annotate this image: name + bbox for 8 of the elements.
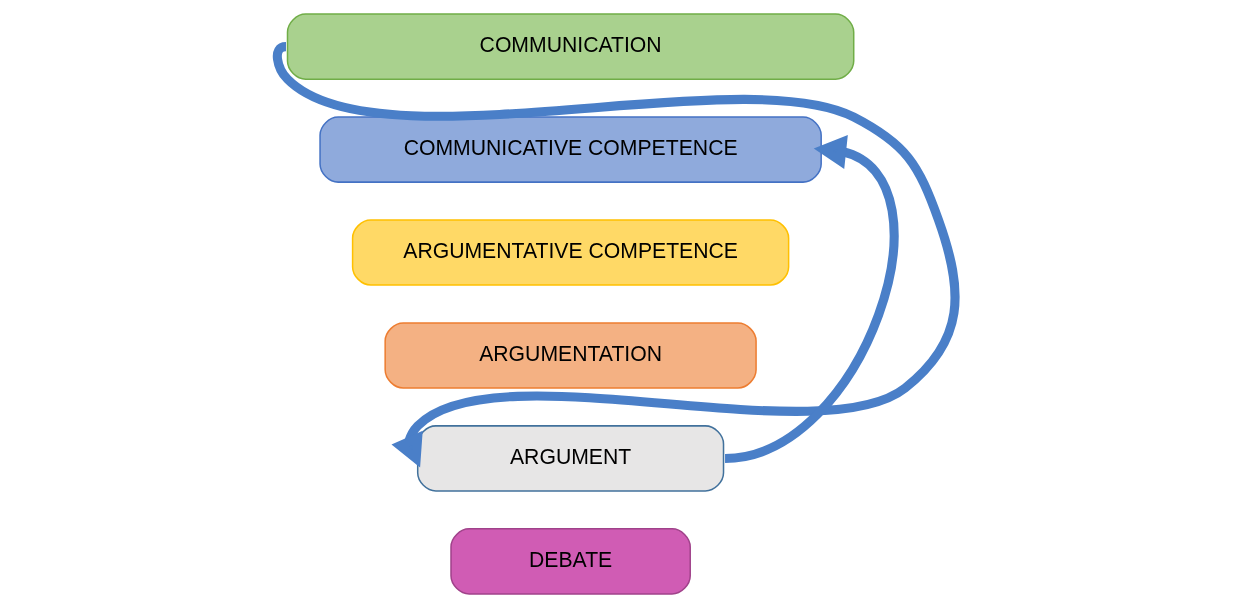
- node-box: ARGUMENT: [416, 425, 725, 492]
- arrow: [724, 135, 899, 463]
- node-box: COMMUNICATIVE COMPETENCE: [319, 116, 822, 183]
- node-box: ARGUMENTATIVE COMPETENCE: [351, 219, 790, 286]
- arrow: [273, 43, 960, 468]
- node-box: DEBATE: [450, 528, 691, 595]
- node-box: ARGUMENTATION: [384, 322, 757, 389]
- node-box: COMMUNICATION: [286, 13, 855, 80]
